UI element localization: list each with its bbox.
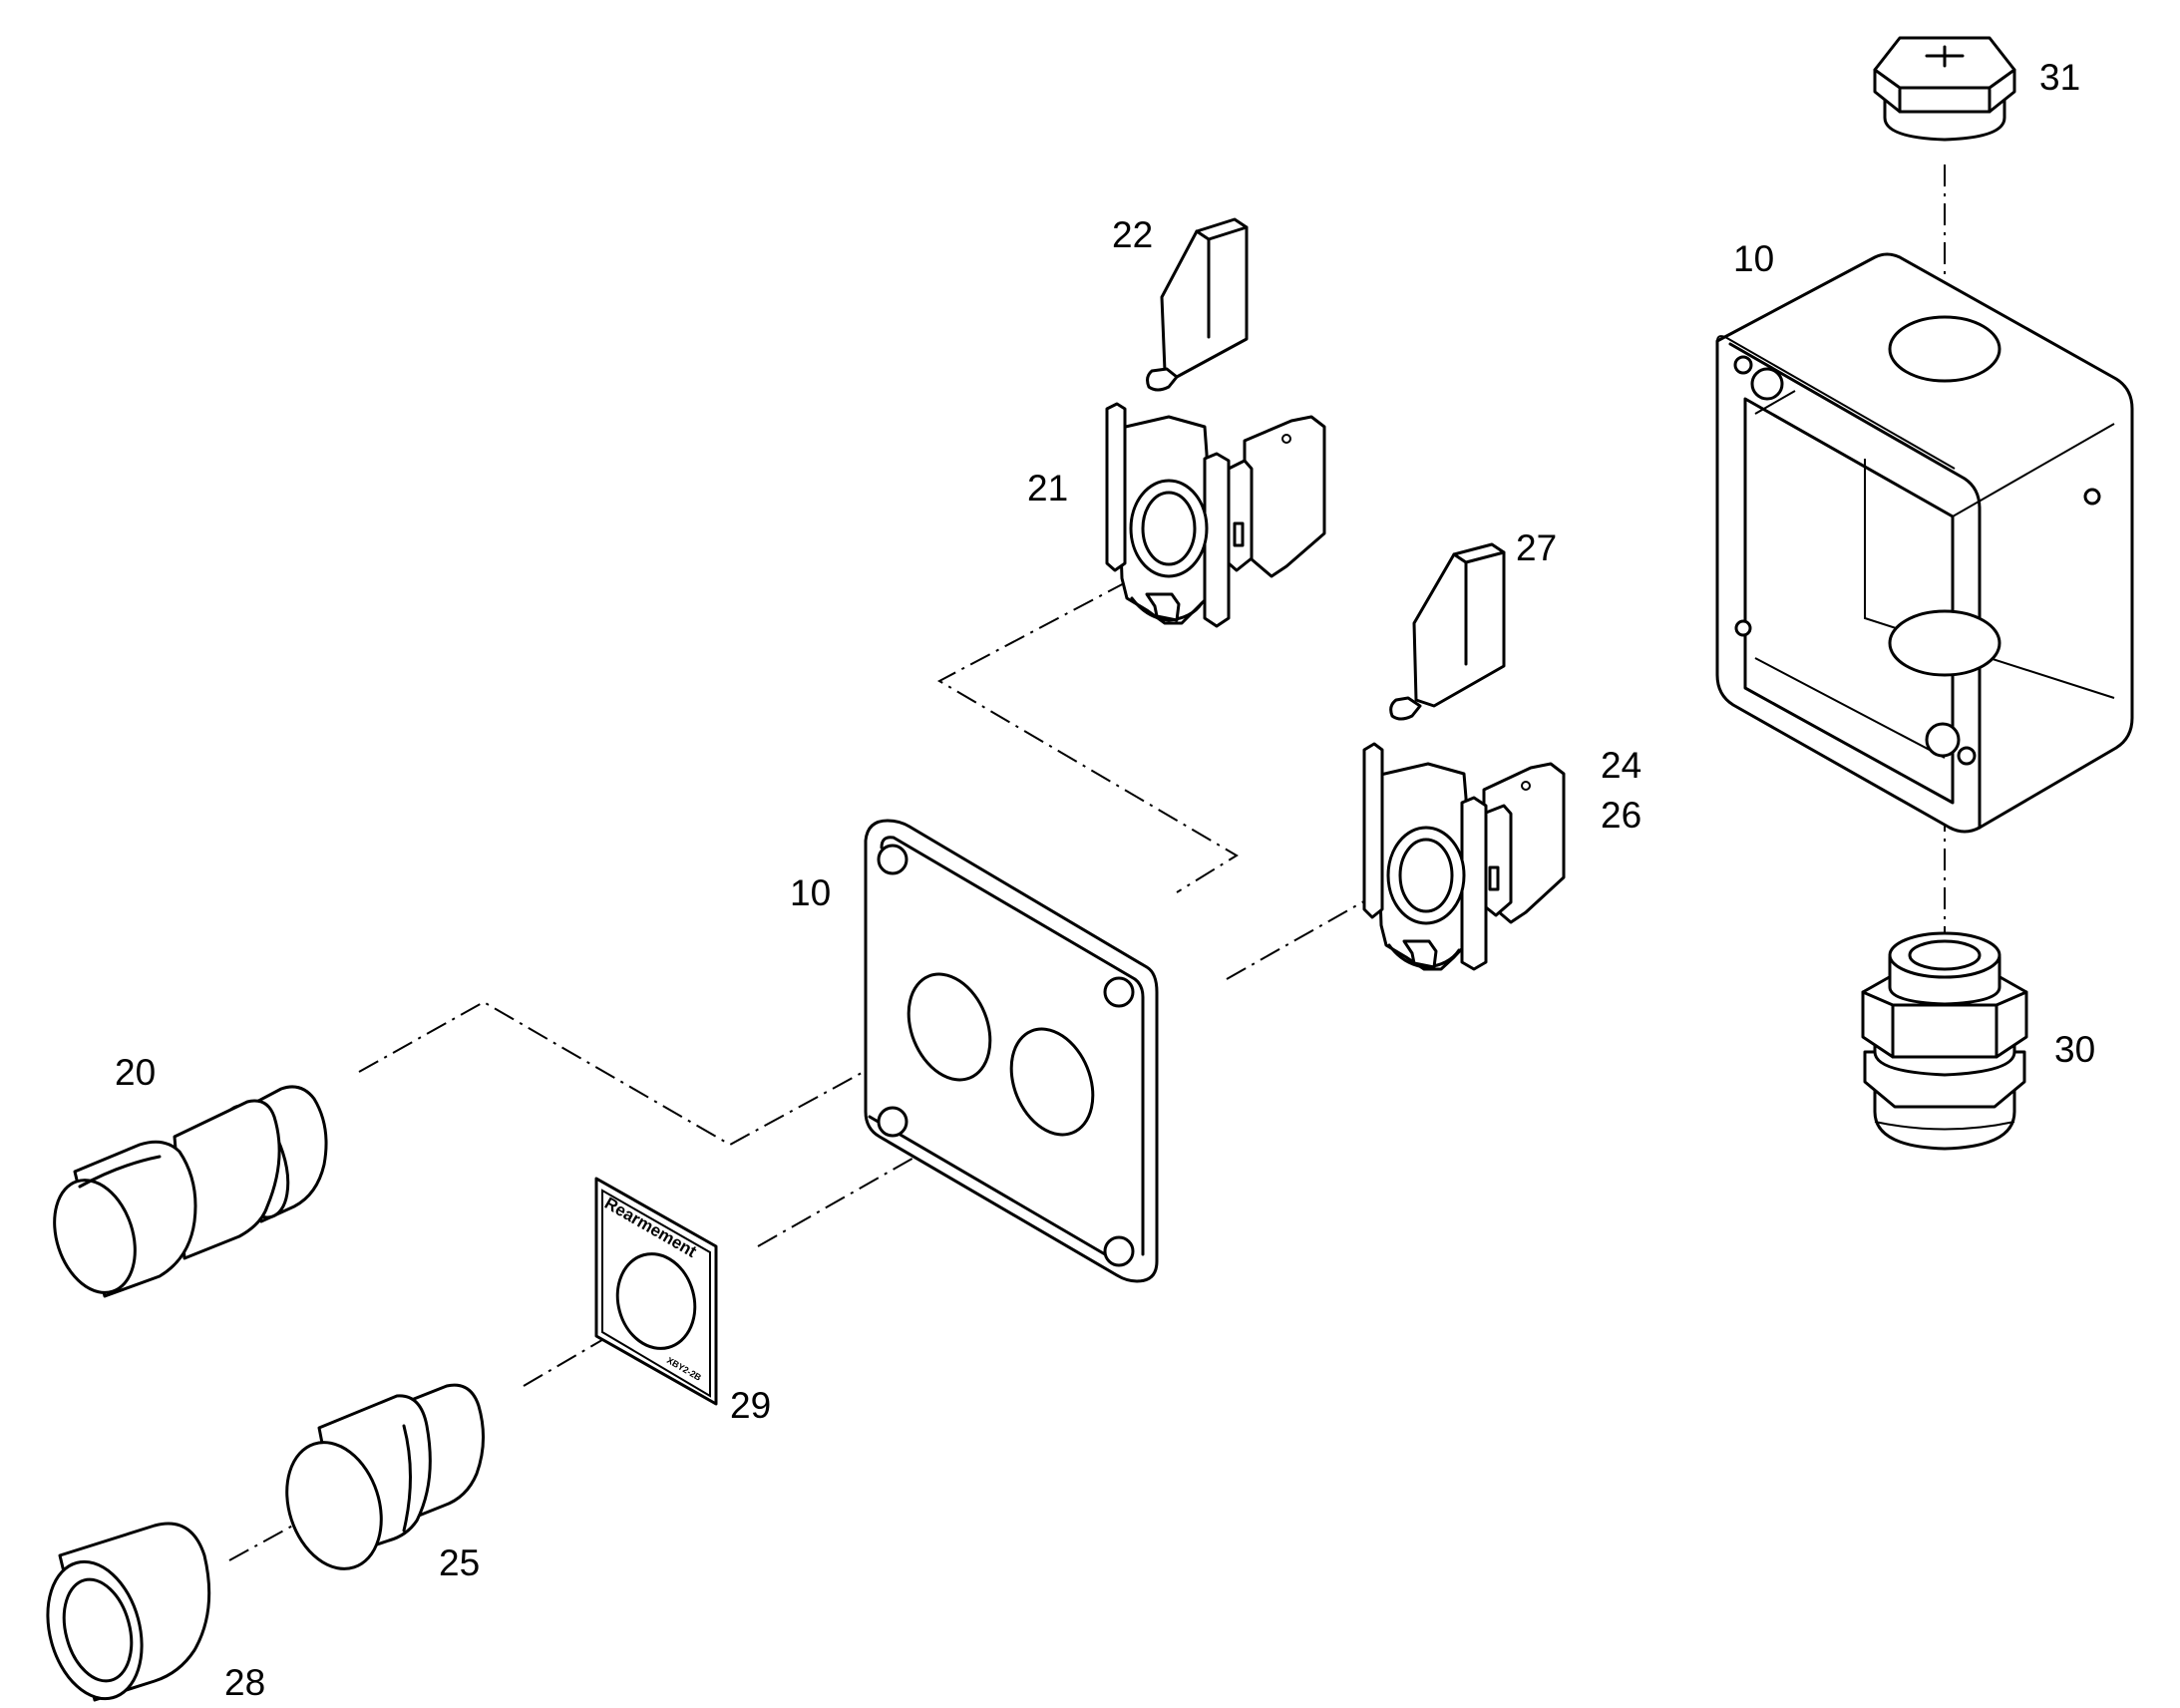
- callout-26: 26: [1601, 795, 1641, 836]
- callout-28: 28: [224, 1662, 265, 1703]
- callout-27: 27: [1516, 527, 1557, 568]
- flag-part-22: [1146, 217, 1249, 392]
- callout-30: 30: [2054, 1029, 2095, 1070]
- blanking-plug-part-31: [1873, 36, 2016, 142]
- callout-10-box: 10: [1733, 238, 1774, 279]
- callout-31: 31: [2039, 57, 2080, 98]
- flag-part-27: [1389, 542, 1506, 721]
- callout-29: 29: [730, 1385, 771, 1426]
- callout-21: 21: [1027, 468, 1068, 509]
- legend-plate-part-29: Rearmement XBY2-2B: [594, 1177, 718, 1406]
- contact-block-part-21: [1105, 402, 1326, 628]
- pushbutton-part-25: [285, 1383, 486, 1570]
- pushbutton-head-part-20: [53, 1085, 328, 1298]
- bezel-ring-part-28: [46, 1522, 211, 1702]
- callout-22: 22: [1112, 214, 1153, 255]
- enclosure-box-part-10: [1715, 252, 2134, 834]
- assembly-axis-lines: [228, 165, 1946, 1561]
- callout-labels: 31 10 30 22 21 27 24 26 10 20 29 25 28: [115, 57, 2095, 1703]
- callout-25: 25: [439, 1542, 480, 1583]
- cable-gland-part-30: [1861, 931, 2028, 1151]
- contact-block-part-24-26: [1362, 742, 1566, 971]
- cover-plate-part-10: [864, 819, 1159, 1283]
- callout-20: 20: [115, 1052, 156, 1093]
- callout-24: 24: [1601, 745, 1641, 786]
- callout-10-cover: 10: [790, 872, 831, 913]
